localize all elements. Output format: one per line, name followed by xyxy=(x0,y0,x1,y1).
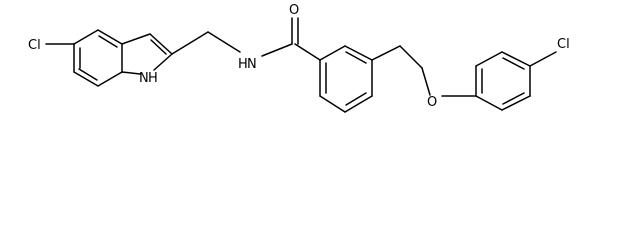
bond xyxy=(344,95,373,113)
bond xyxy=(344,45,373,61)
bond xyxy=(149,33,173,55)
bond-ring-ch2 xyxy=(371,45,401,61)
bond xyxy=(121,33,151,45)
double-bond-inner xyxy=(150,39,167,55)
atom-n-ring: N xyxy=(139,71,149,86)
atom-h-amide: H xyxy=(238,57,248,72)
bond xyxy=(319,45,346,61)
bond xyxy=(73,71,99,87)
atom-o-carbonyl: O xyxy=(289,3,299,18)
central-benzene-ring xyxy=(319,45,373,113)
bond xyxy=(97,29,123,45)
bond-ch2-o xyxy=(399,45,423,69)
double-bond-inner xyxy=(502,57,525,70)
bond-ch2-n xyxy=(207,31,241,53)
atom-n-amide: N xyxy=(247,57,257,72)
bond-ch2-o-down xyxy=(421,67,431,96)
atom-h-ring: H xyxy=(148,71,158,86)
bond xyxy=(319,95,346,113)
double-bond-inner xyxy=(78,68,98,81)
indole-pyrrole-ring xyxy=(121,33,173,75)
bond-n-carbonyl xyxy=(261,43,293,57)
bond xyxy=(501,95,531,111)
double-bond-inner xyxy=(502,92,525,105)
indole-benzene-ring xyxy=(73,29,123,87)
bond xyxy=(73,29,99,45)
bond-carbonyl-ring xyxy=(294,43,321,61)
double-bond-inner xyxy=(345,92,367,106)
bond xyxy=(153,53,173,71)
bond xyxy=(97,71,123,87)
molecule-drawing: Cl N H H N O O xyxy=(28,3,570,113)
structure-canvas: Cl N H H N O O xyxy=(28,3,570,113)
bond xyxy=(501,51,531,67)
atom-cl-left: Cl xyxy=(28,38,41,53)
double-bond-inner xyxy=(345,51,367,64)
double-bond-inner xyxy=(98,35,118,48)
atom-cl-right: Cl xyxy=(557,37,570,52)
bond xyxy=(475,51,503,67)
bond xyxy=(475,95,503,111)
bond xyxy=(121,71,141,75)
bond-aryl-cl xyxy=(529,51,557,67)
chlorophenyl-ring xyxy=(475,51,531,111)
atom-o-ether: O xyxy=(427,95,437,110)
bond-c2-ch2 xyxy=(171,31,209,55)
